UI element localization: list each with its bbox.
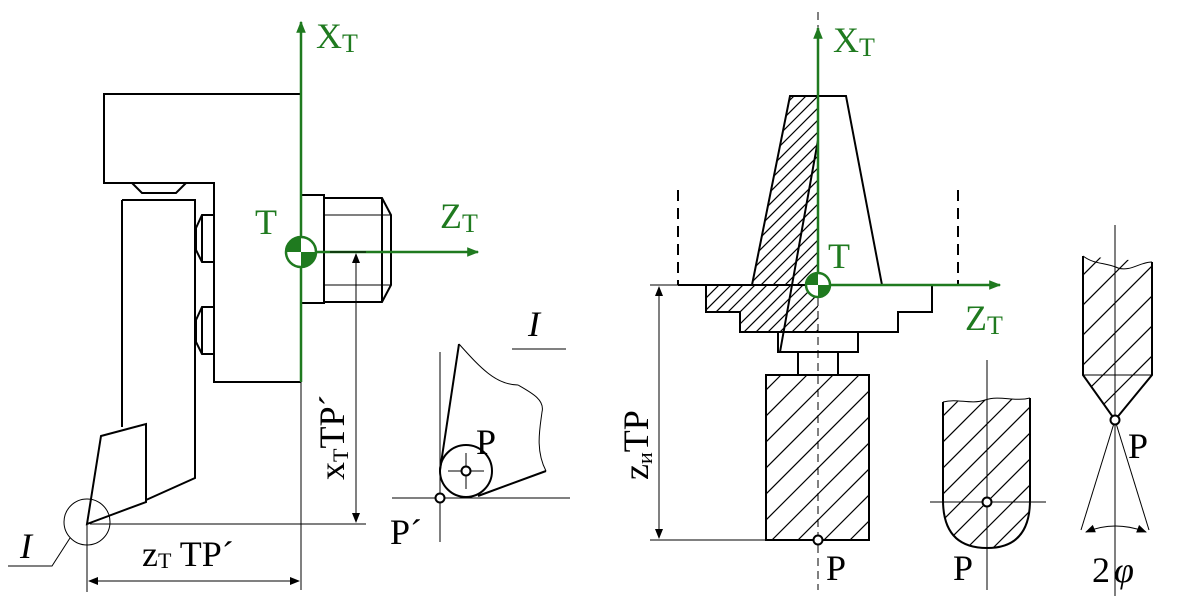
point-p-drill-label: P [1128,426,1148,466]
collet-nut [301,194,392,304]
dimension-zt-tp [86,524,300,592]
dimension-zi-tp-label: zиTP [616,410,657,480]
point-p-ball-marker [981,496,993,508]
point-t-marker-right [804,271,832,299]
point-p-drill-marker [1109,414,1121,426]
axis-x-right-label: XT [833,20,875,62]
point-p-ball-label: P [953,548,973,588]
point-t-left-label: T [255,202,277,242]
detail-callout-circle [8,498,111,567]
taper-shank [751,95,883,353]
point-p-main-marker [812,534,824,546]
detail-title: I [527,304,542,344]
drill-tool [1080,225,1153,596]
detail-point-p-marker [460,465,472,477]
detail-point-p-label: P [476,422,496,462]
cutting-insert [85,422,147,526]
end-mill-body [765,374,870,541]
dimension-xt-tp [90,251,366,590]
holder-collar [705,285,933,375]
detail-insert [439,343,547,498]
point-p-main-label: P [826,548,846,588]
ball-nose-cutter [930,360,1046,590]
axis-z-right-label: ZT [965,298,1003,340]
turret-bolts [195,214,214,355]
axis-x-left-label: XT [316,16,358,58]
dimension-xt-tp-label: xTTPˊ [312,395,353,480]
point-t-right-label: T [828,236,850,276]
tool-shank [121,199,196,501]
dimension-zi-tp [650,284,818,541]
point-t-marker-left [284,235,318,269]
axis-z-left-label: ZT [440,196,478,238]
detail-point-p-prime-label: Pˊ [390,512,422,552]
detail-point-p-prime-marker [434,492,446,504]
detail-callout-mark: I [19,526,34,566]
dimension-zt-tp-label: zT TPˊ [142,534,234,574]
turret-block [103,93,301,383]
